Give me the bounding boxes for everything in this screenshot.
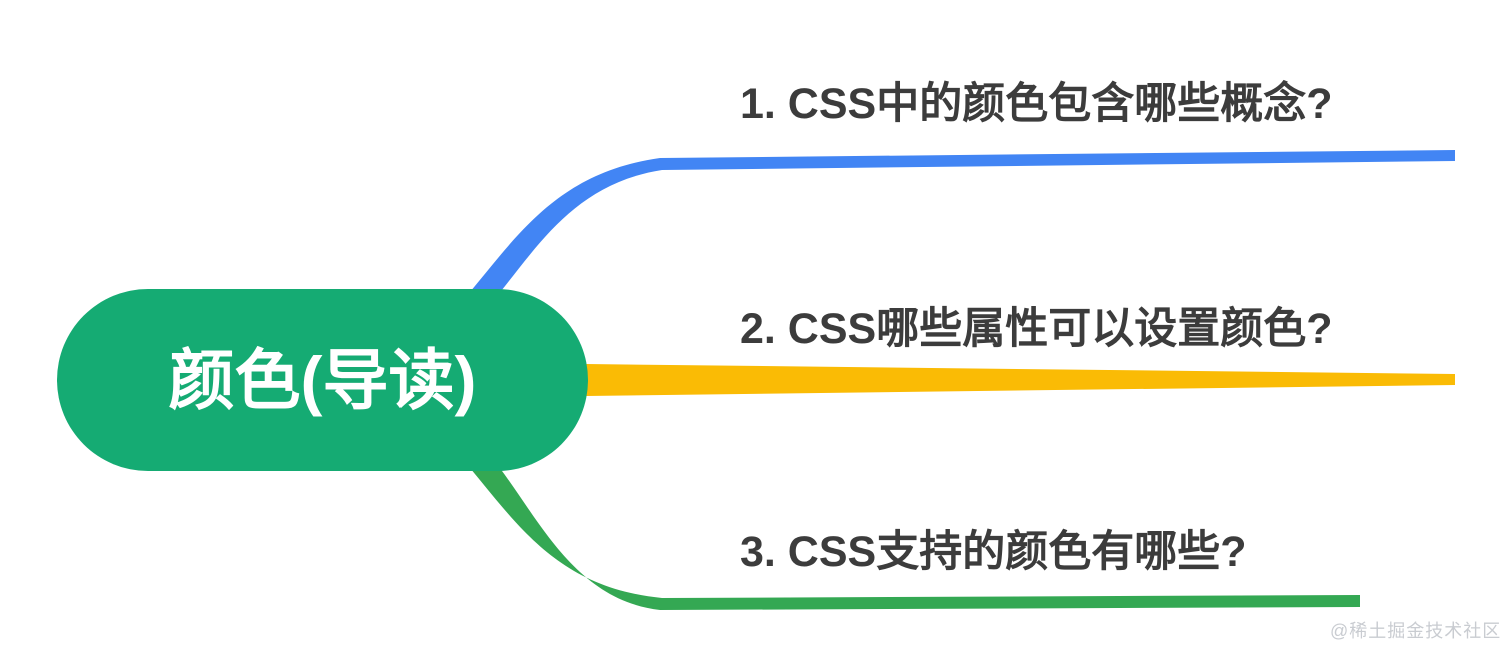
branch-connector-1 bbox=[470, 150, 1455, 302]
branch-connector-2 bbox=[586, 364, 1455, 396]
watermark: @稀土掘金技术社区 bbox=[1330, 621, 1502, 641]
root-node[interactable]: 颜色(导读) bbox=[57, 289, 588, 471]
branch-label-2[interactable]: 2. CSS哪些属性可以设置颜色? bbox=[740, 305, 1333, 353]
branch-label-1[interactable]: 1. CSS中的颜色包含哪些概念? bbox=[740, 80, 1333, 128]
root-node-label: 颜色(导读) bbox=[168, 343, 477, 417]
branch-label-3[interactable]: 3. CSS支持的颜色有哪些? bbox=[740, 528, 1247, 576]
